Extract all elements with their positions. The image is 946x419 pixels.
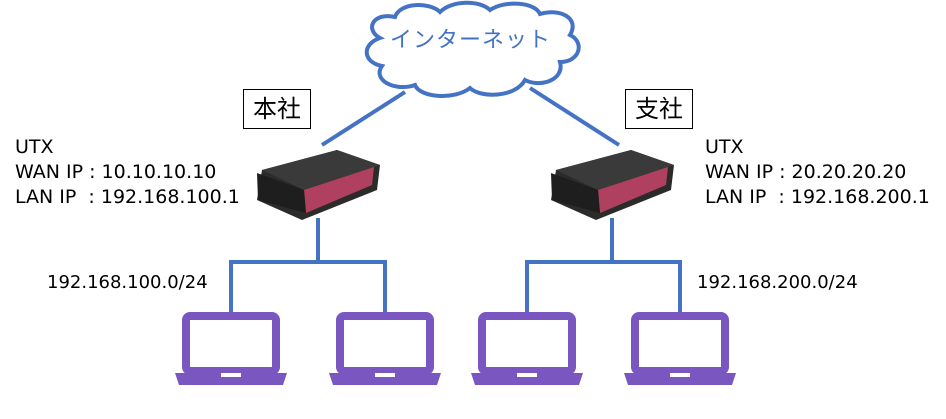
branch-device-name: UTX — [705, 136, 744, 158]
link-branch-internet — [528, 86, 621, 147]
hq-wan-ip: WAN IP : 10.10.10.10 — [15, 161, 217, 183]
link-hq-laptop2 — [318, 260, 387, 312]
laptop-icon — [624, 312, 736, 385]
branch-subnet: 192.168.200.0/24 — [697, 272, 858, 293]
branch-lan-ip: LAN IP : 192.168.200.1 — [705, 186, 930, 208]
link-hq-laptop1 — [229, 218, 320, 312]
link-branch-laptop2 — [612, 260, 682, 312]
link-branch-laptop1 — [525, 218, 614, 312]
links — [229, 86, 682, 312]
hq-subnet: 192.168.100.0/24 — [47, 272, 208, 293]
hq-lan-ip: LAN IP : 192.168.100.1 — [15, 186, 240, 208]
laptop-icon — [175, 312, 287, 385]
laptop-icon — [329, 312, 441, 385]
branch-router-icon — [551, 150, 674, 220]
laptop-icon — [471, 312, 583, 385]
branch-wan-ip: WAN IP : 20.20.20.20 — [705, 161, 907, 183]
link-hq-internet — [320, 90, 407, 147]
hq-router-icon — [257, 150, 380, 220]
hq-device-name: UTX — [15, 136, 54, 158]
internet-label: インターネット — [390, 28, 552, 53]
site-label-branch: 支社 — [625, 89, 693, 129]
cloud-icon — [364, 0, 581, 98]
site-label-hq: 本社 — [243, 89, 311, 129]
